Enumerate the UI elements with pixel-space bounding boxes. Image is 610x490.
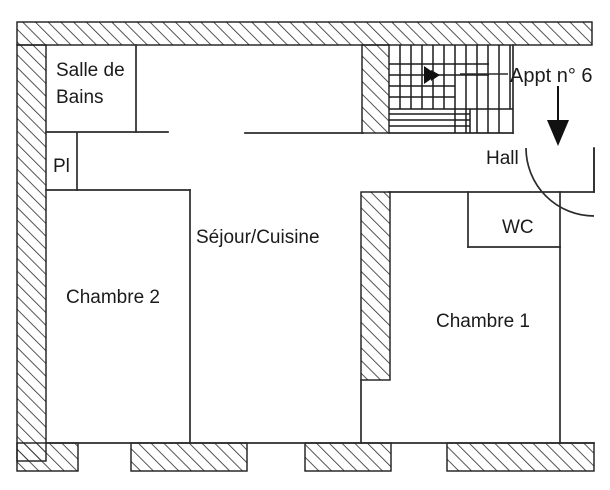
room-label-hall: Hall: [486, 148, 519, 169]
exterior-wall-bottom-segment-1: [16, 442, 79, 472]
exterior-wall-left: [16, 44, 47, 462]
exterior-wall-bottom-segment-4: [446, 442, 595, 472]
staircase: [389, 45, 513, 133]
entry-arrow-head: [547, 120, 569, 146]
room-label-sejour-cuisine: Séjour/Cuisine: [196, 227, 320, 248]
room-label-salle-de-bains-line1: Salle de: [56, 60, 125, 81]
stair-direction-arrow: [424, 66, 437, 84]
interior-partitions: [45, 44, 595, 444]
room-label-chambre-1: Chambre 1: [436, 311, 530, 332]
room-label-salle-de-bains-line2: Bains: [56, 87, 104, 108]
apartment-callout-label: Appt n° 6: [510, 65, 593, 87]
central-partition-wall: [360, 191, 391, 381]
exterior-wall-top: [16, 21, 593, 46]
apartment-callout: Appt n° 6: [460, 65, 593, 87]
room-label-wc: WC: [502, 217, 534, 238]
stair-direction-arrow-tail: [431, 70, 440, 81]
room-labels: Salle de Bains Pl Séjour/Cuisine Chambre…: [53, 60, 534, 332]
entry-direction-arrow: [547, 86, 569, 146]
interior-hatched-walls: [360, 44, 391, 381]
stair-left-wall: [361, 44, 390, 134]
room-label-placard: Pl: [53, 156, 70, 177]
exterior-wall-bottom-segment-2: [130, 442, 248, 472]
hall-entry-door-arc: [525, 147, 595, 217]
room-label-chambre-2: Chambre 2: [66, 287, 160, 308]
exterior-wall-bottom-segment-3: [304, 442, 392, 472]
